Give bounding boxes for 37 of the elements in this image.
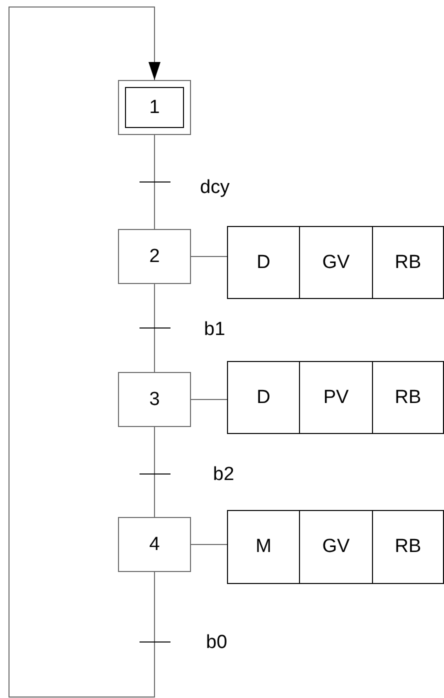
arrow [8, 6, 160, 698]
connector-line [154, 284, 155, 372]
action-box [227, 510, 300, 584]
action-name: GV [322, 536, 350, 558]
connector-line [154, 426, 155, 518]
transition-condition: dcy [200, 177, 230, 199]
step-box [118, 372, 191, 427]
connector-line [154, 134, 155, 230]
action-name: RB [394, 536, 422, 558]
connector-line [190, 544, 228, 545]
action-box [372, 226, 444, 299]
transition-condition: b2 [213, 464, 234, 486]
initial-step-box [118, 80, 191, 135]
action-box [299, 510, 373, 584]
action-box [372, 510, 444, 584]
transition-condition: b0 [206, 632, 228, 654]
action-box [227, 226, 300, 299]
action-name: RB [394, 252, 422, 274]
step-box [118, 517, 191, 572]
action-name: D [256, 252, 270, 274]
transition-condition: b1 [204, 319, 226, 341]
action-box [372, 361, 444, 434]
step-number: 4 [149, 534, 160, 556]
action-name: GV [322, 252, 350, 274]
action-name: PV [323, 386, 349, 408]
action-name: RB [394, 386, 422, 408]
action-box [299, 226, 373, 299]
step-number: 3 [149, 388, 160, 410]
action-name: D [256, 386, 270, 408]
action-name: M [256, 536, 272, 558]
connector-line [190, 256, 228, 257]
action-box [299, 361, 373, 434]
action-box [227, 361, 300, 434]
step-number: 2 [149, 246, 160, 268]
step-number: 1 [149, 96, 160, 118]
connector-line [190, 399, 228, 400]
step-box [118, 229, 191, 284]
